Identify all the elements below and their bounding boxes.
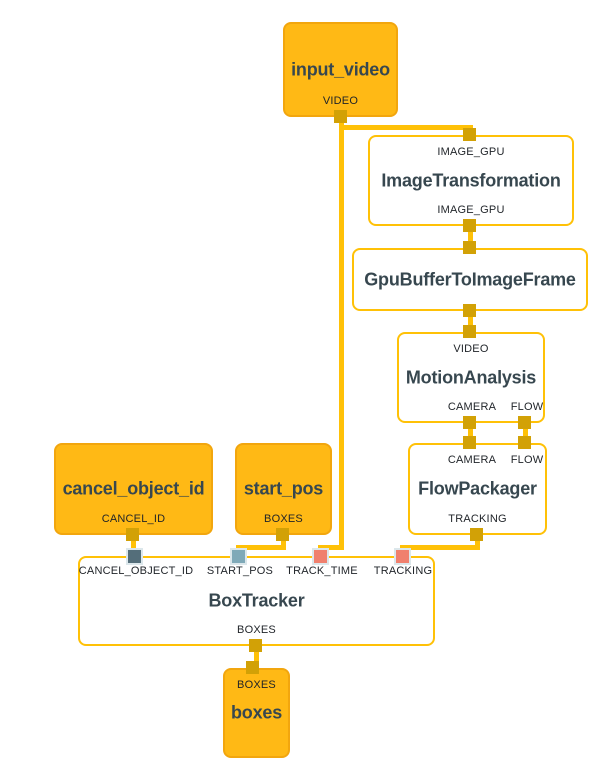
port-label-start-pos-in: START_POS [206,565,274,577]
port-image-transformation-image-gpu-out [463,219,476,232]
port-label-boxes-out: BOXES [237,624,276,636]
port-gpu-buffer-out [463,304,476,317]
port-motion-analysis-flow-out [518,416,531,429]
port-input-video-video-out [334,110,347,123]
node-title: MotionAnalysis [405,367,537,387]
port-boxes-in [246,661,259,674]
port-image-transformation-image-gpu-in [463,128,476,141]
wire-video-to-box-tracker-track-time [318,545,344,550]
wire-cancel-object-id-to-box-tracker [131,533,136,558]
port-motion-analysis-video-in [463,325,476,338]
port-label-boxes-out: BOXES [264,513,303,525]
node-title: FlowPackager [418,478,537,499]
wire-box-tracker-to-boxes [254,643,259,670]
node-title: BoxTracker [208,590,305,611]
node-motion-analysis[interactable]: VIDEO MotionAnalysis CAMERA FLOW [397,332,545,423]
port-box-tracker-cancel-object-id-in [126,548,143,565]
port-motion-analysis-camera-out [463,416,476,429]
node-title: GpuBufferToImageFrame [364,269,576,289]
port-label-track-time-in: TRACK_TIME [286,565,358,577]
wire-motion-analysis-camera-to-flow-packager [468,420,473,445]
port-label-video-out: VIDEO [322,95,359,107]
node-start-pos[interactable]: start_pos BOXES [235,443,332,535]
port-label-flow-out: FLOW [510,401,544,413]
node-title: cancel_object_id [62,478,205,499]
port-flow-packager-camera-in [463,436,476,449]
port-box-tracker-track-time-in [312,548,329,565]
wire-video-to-box-tracker-track-time [339,125,344,550]
port-label-image-gpu-out: IMAGE_GPU [437,204,505,216]
node-title: input_video [291,59,390,79]
node-box-tracker[interactable]: CANCEL_OBJECT_ID START_POS TRACK_TIME TR… [78,556,435,646]
port-flow-packager-flow-in [518,436,531,449]
port-label-tracking-in: TRACKING [373,565,433,577]
node-gpu-buffer-to-image-frame[interactable]: GpuBufferToImageFrame [352,248,588,311]
node-cancel-object-id[interactable]: cancel_object_id CANCEL_ID [54,443,213,535]
wire-motion-analysis-flow-to-flow-packager [523,420,528,445]
port-label-cancel-id-out: CANCEL_ID [101,513,166,525]
port-label-image-gpu-in: IMAGE_GPU [437,146,505,158]
port-flow-packager-tracking-out [470,528,483,541]
port-box-tracker-start-pos-in [230,548,247,565]
port-label-tracking-out: TRACKING [448,513,507,525]
node-flow-packager[interactable]: CAMERA FLOW FlowPackager TRACKING [408,443,547,535]
port-label-boxes-in: BOXES [237,679,276,691]
node-boxes[interactable]: BOXES boxes [223,668,290,758]
wire-start-pos-to-box-tracker [281,533,286,549]
port-label-cancel-object-id-in: CANCEL_OBJECT_ID [78,565,194,577]
wire-flow-packager-tracking-to-box-tracker [400,545,480,550]
port-cancel-object-id-out [126,528,139,541]
wire-video-to-image-transformation [339,125,473,130]
port-start-pos-boxes-out [276,528,289,541]
wire-gpu-buffer-to-motion-analysis [468,308,473,334]
wire-video-to-image-transformation [339,117,344,129]
port-label-video-in: VIDEO [453,343,489,355]
node-input-video[interactable]: input_video VIDEO [283,22,398,117]
port-label-flow-in: FLOW [510,454,544,466]
port-box-tracker-tracking-in [394,548,411,565]
node-title: boxes [230,702,283,723]
node-title: start_pos [243,478,324,499]
port-box-tracker-boxes-out [249,639,262,652]
port-label-camera-in: CAMERA [447,454,497,466]
node-image-transformation[interactable]: IMAGE_GPU ImageTransformation IMAGE_GPU [368,135,574,226]
wire-start-pos-to-box-tracker [236,545,286,550]
node-title: ImageTransformation [381,170,561,190]
wire-image-transformation-to-gpu-buffer [468,223,473,250]
port-gpu-buffer-in [463,241,476,254]
wire-flow-packager-tracking-to-box-tracker [475,533,480,550]
port-label-camera-out: CAMERA [447,401,497,413]
